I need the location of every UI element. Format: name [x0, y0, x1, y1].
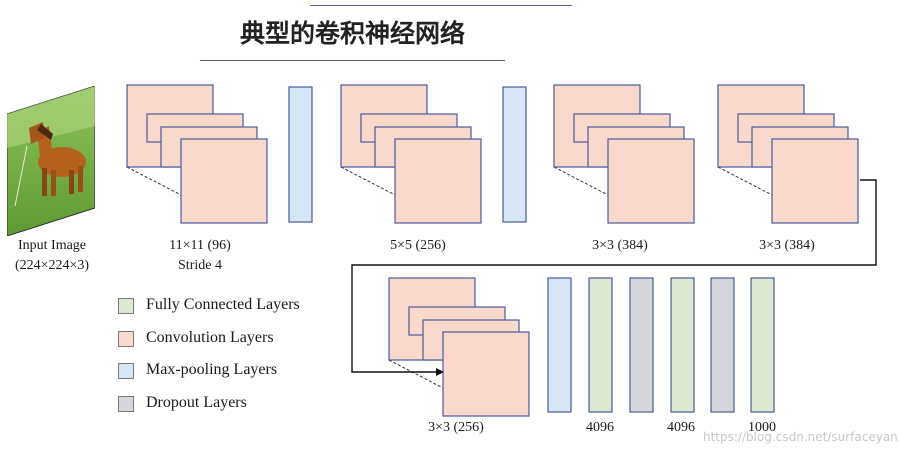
legend-label-fully-connected: Fully Connected Layers — [146, 296, 300, 313]
conv5-kernel-label: 3×3 (256) — [428, 420, 484, 435]
conv5-depth-line — [388, 359, 444, 389]
conv3-feature-map-4 — [607, 138, 695, 224]
dropout2-bar — [710, 277, 735, 413]
legend-label-max-pooling: Max-pooling Layers — [146, 361, 278, 378]
legend-label-convolution: Convolution Layers — [146, 329, 274, 346]
legend-swatch-dropout — [118, 396, 134, 412]
flow-arrow — [351, 179, 877, 376]
input-image-size: (224×224×3) — [14, 258, 90, 273]
fc1-units-label: 4096 — [586, 420, 614, 435]
title-rule-bottom — [200, 60, 505, 61]
conv5-feature-map-4 — [442, 331, 530, 417]
input-image-label: Input Image — [17, 238, 87, 253]
fc3-units-label: 1000 — [748, 420, 776, 435]
conv3-kernel-label: 3×3 (384) — [592, 238, 648, 253]
maxpool3-bar — [547, 277, 572, 413]
conv1-stack — [126, 84, 268, 224]
legend-swatch-fully-connected — [118, 298, 134, 314]
input-image-photo — [7, 86, 95, 236]
fc3-bar — [750, 277, 775, 413]
conv2-stack — [340, 84, 482, 224]
title-rule-top — [310, 5, 572, 6]
maxpool2-bar — [502, 86, 527, 223]
conv3-depth-line — [553, 166, 609, 196]
fc2-bar — [670, 277, 695, 413]
page-title: 典型的卷积神经网络 — [239, 19, 465, 48]
conv4-kernel-label: 3×3 (384) — [759, 238, 815, 253]
conv3-stack — [553, 84, 695, 224]
conv4-stack — [717, 84, 859, 224]
conv2-depth-line — [340, 166, 396, 196]
conv1-feature-map-4 — [180, 138, 268, 224]
conv4-depth-line — [717, 166, 773, 196]
conv5-stack — [388, 277, 530, 417]
conv1-stride-label: Stride 4 — [178, 258, 222, 273]
maxpool1-bar — [288, 86, 313, 223]
watermark: https://blog.csdn.net/surfaceyan — [703, 430, 898, 444]
fc1-bar — [588, 277, 613, 413]
legend-swatch-convolution — [118, 331, 134, 347]
legend-label-dropout: Dropout Layers — [146, 394, 247, 411]
conv4-feature-map-4 — [771, 138, 859, 224]
conv2-feature-map-4 — [394, 138, 482, 224]
conv1-kernel-label: 11×11 (96) — [169, 238, 231, 253]
conv1-depth-line — [126, 166, 182, 196]
legend-swatch-max-pooling — [118, 363, 134, 379]
dropout1-bar — [629, 277, 654, 413]
fc2-units-label: 4096 — [667, 420, 695, 435]
conv2-kernel-label: 5×5 (256) — [390, 238, 446, 253]
